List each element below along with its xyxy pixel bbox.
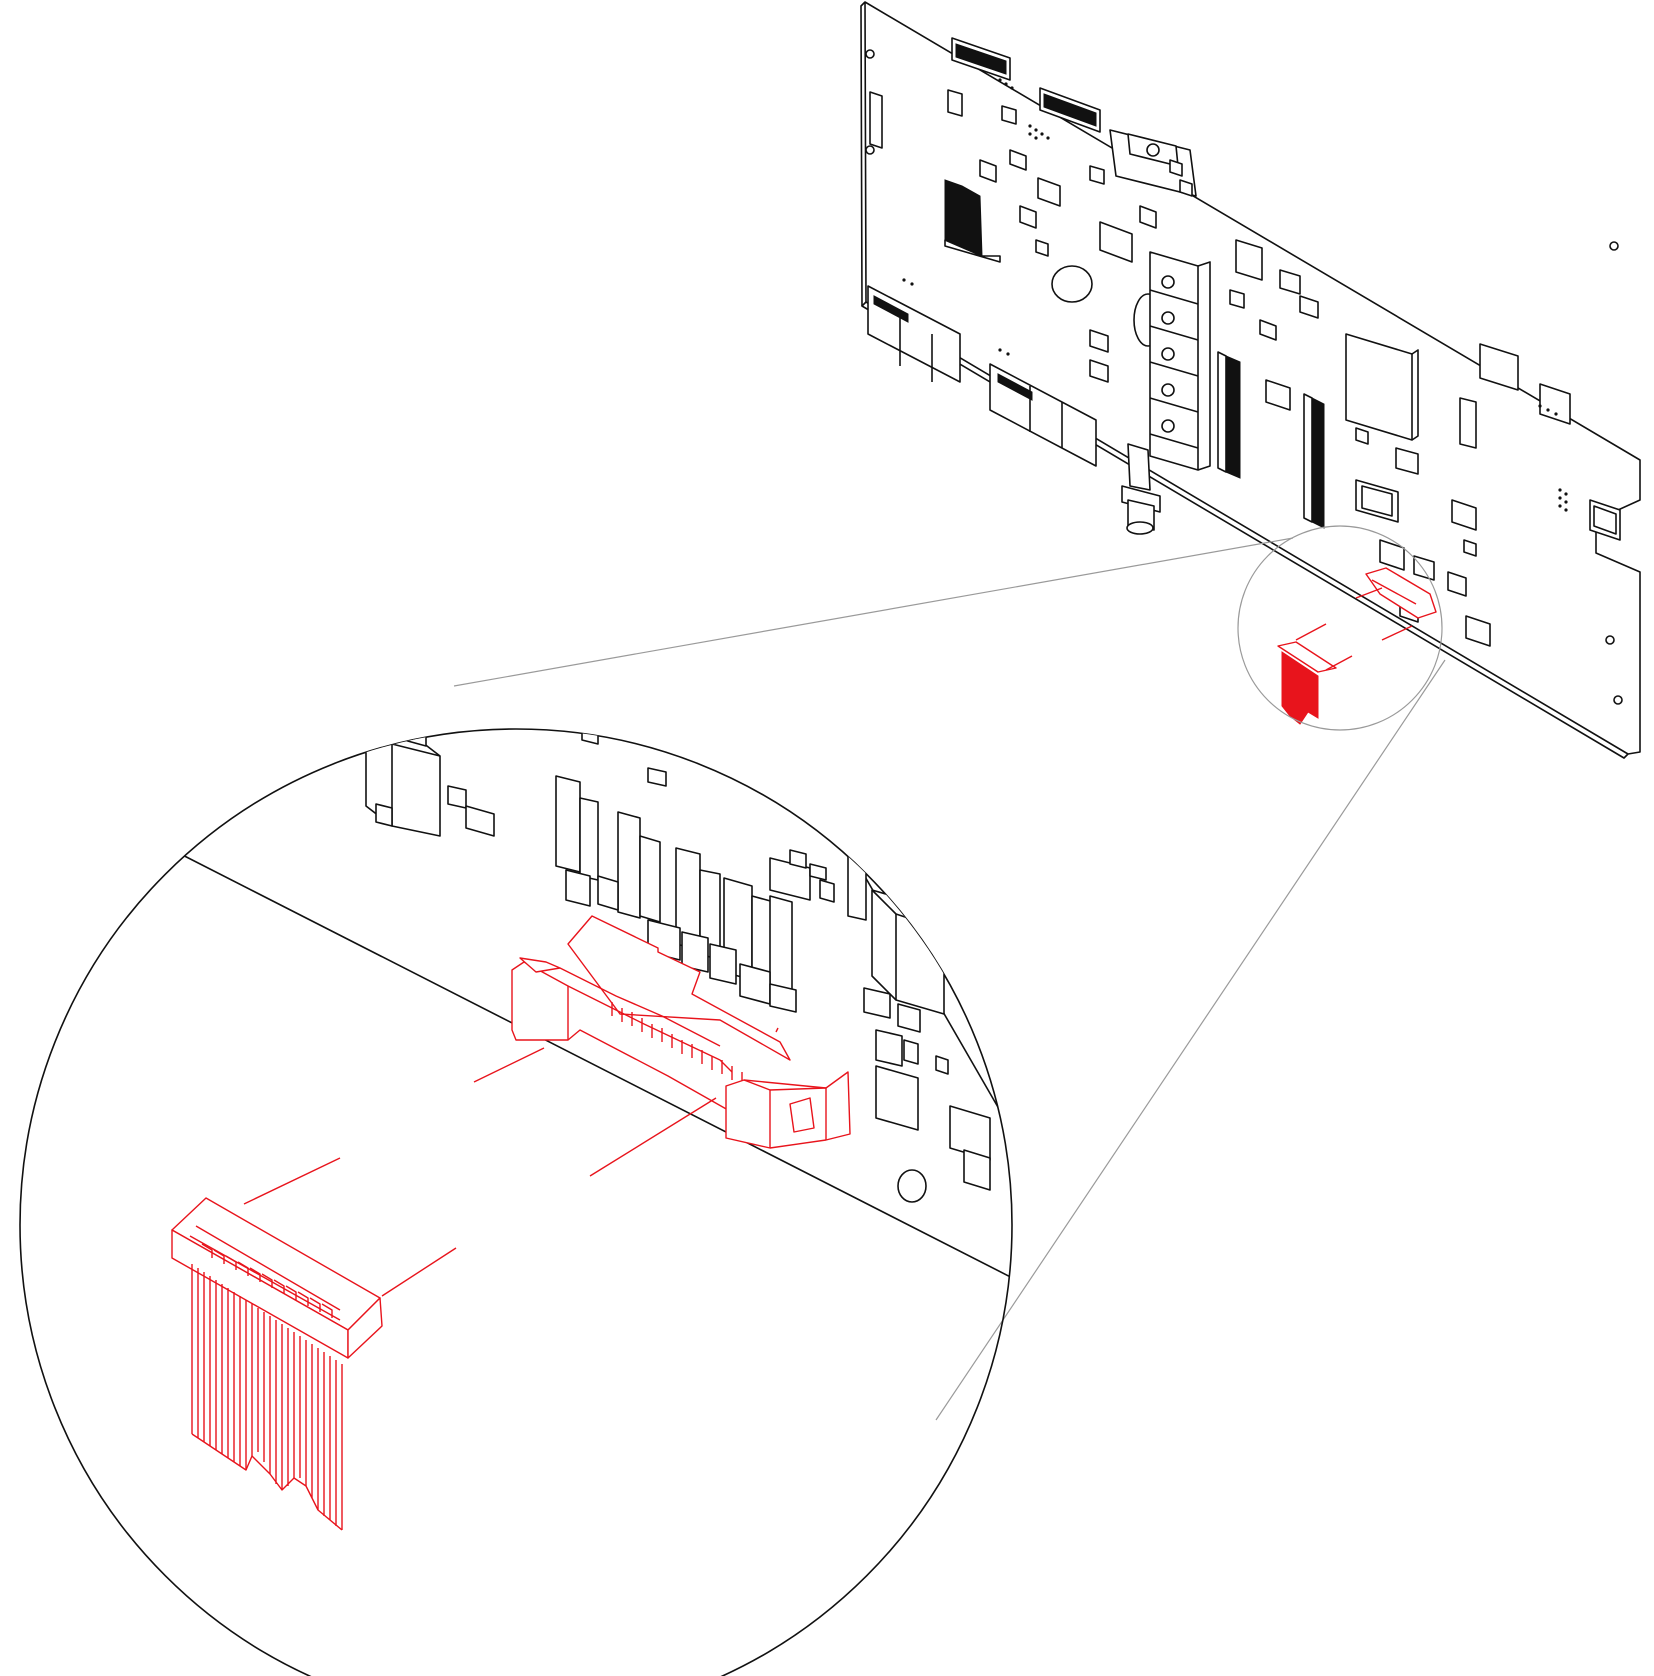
pin-header — [1311, 397, 1325, 529]
callout-small-circle — [1237, 525, 1443, 731]
dsub-connector — [951, 37, 1011, 81]
detail-view — [19, 728, 1013, 1676]
power-connector — [989, 363, 1097, 467]
bga-chip — [1355, 479, 1399, 523]
solder-pads — [902, 78, 1568, 512]
dsub-connector — [1039, 87, 1101, 133]
processor-chip — [1345, 333, 1419, 441]
black-heatsink — [944, 179, 1001, 263]
vga-connector — [1109, 129, 1197, 197]
ribbon-cable-plug — [171, 1157, 457, 1531]
box-header-connector — [473, 915, 851, 1177]
callout-lines — [453, 525, 1446, 1421]
mount-hole — [1605, 635, 1615, 645]
detail-circle — [19, 728, 1013, 1676]
ic-chip — [1447, 571, 1467, 597]
board-header-highlight — [1355, 567, 1437, 641]
ribbon-plug-small — [1277, 623, 1353, 725]
pin-header — [1225, 355, 1241, 479]
crystal — [1459, 397, 1477, 449]
mount-hole — [1613, 695, 1623, 705]
power-connector — [867, 285, 961, 383]
mount-hole — [865, 49, 875, 59]
small-components — [947, 89, 1491, 647]
capacitor — [1051, 265, 1093, 303]
rca-connector — [1121, 443, 1161, 535]
board-slot — [869, 91, 883, 149]
mount-hole — [865, 145, 875, 155]
edge-connector — [1539, 383, 1571, 425]
audio-jack-stack — [1149, 251, 1211, 471]
circuit-board — [860, 1, 1641, 759]
edge-connector — [1479, 343, 1519, 391]
ic-chip — [1395, 447, 1419, 475]
board-outline — [864, 1, 1641, 755]
mount-hole — [1609, 241, 1619, 251]
